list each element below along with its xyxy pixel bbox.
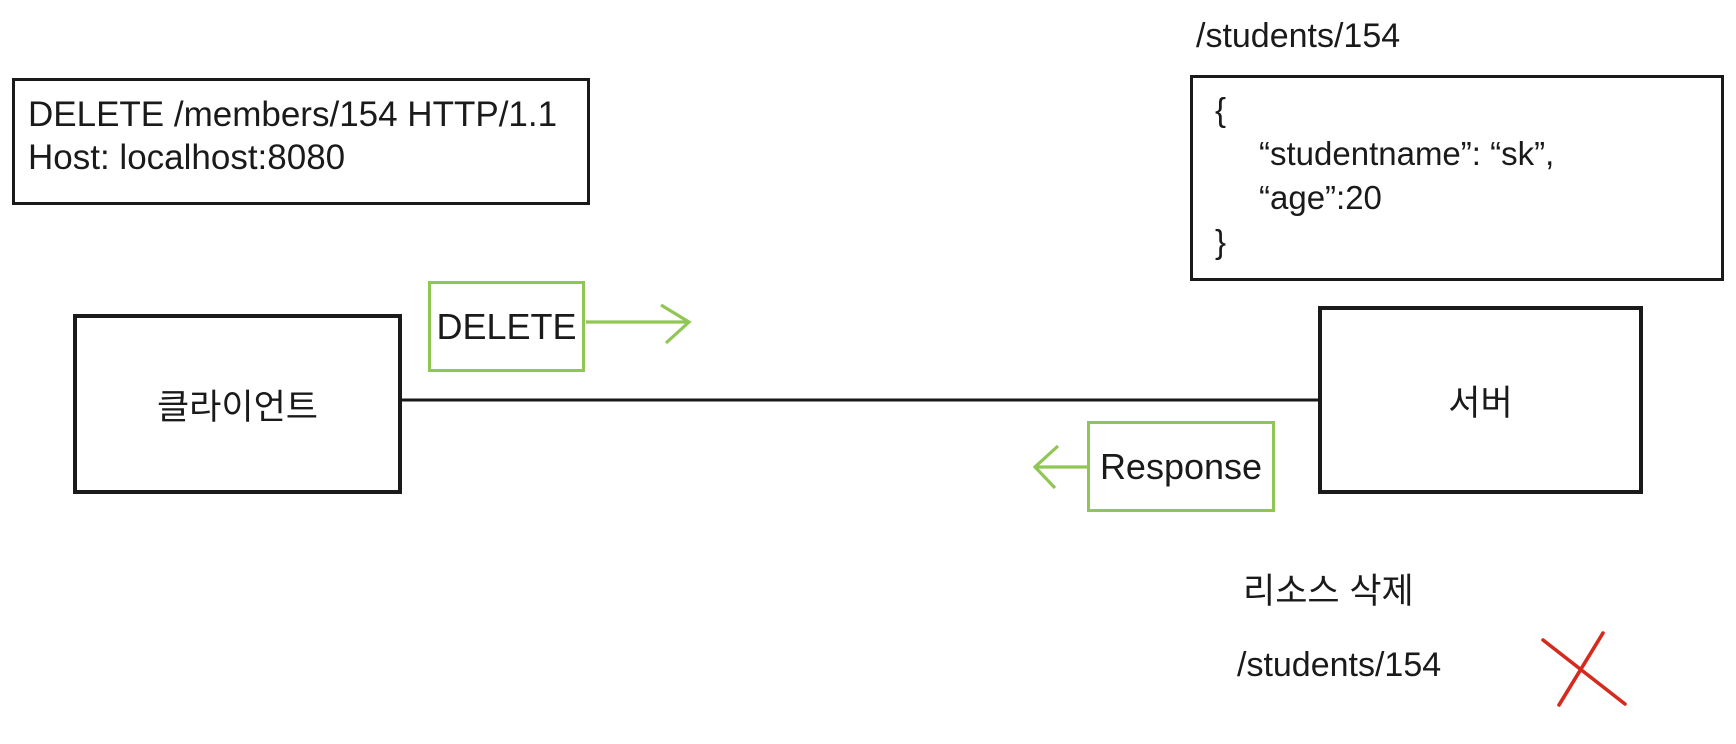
json-open-brace: { [1215, 91, 1227, 128]
server-node: 서버 [1318, 306, 1643, 494]
delete-message-box: DELETE [428, 281, 585, 372]
resource-path-label: /students/154 [1196, 17, 1401, 55]
client-label: 클라이언트 [156, 387, 318, 427]
client-node: 클라이언트 [73, 314, 402, 494]
server-label: 서버 [1448, 383, 1513, 423]
json-studentname-line: “studentname”: “sk”, [1259, 135, 1555, 172]
http-request-box: DELETE /members/154 HTTP/1.1 Host: local… [12, 78, 590, 205]
delete-message-label: DELETE [436, 305, 577, 347]
deleted-resource-path: /students/154 [1237, 646, 1442, 684]
response-message-label: Response [1099, 445, 1263, 487]
delete-arrow-icon [586, 303, 692, 345]
http-host-line: Host: localhost:8080 [28, 138, 346, 177]
resource-deleted-caption: 리소스 삭제 [1243, 572, 1414, 611]
json-close-brace: } [1215, 223, 1227, 260]
json-age-line: “age”:20 [1259, 179, 1382, 216]
http-request-line: DELETE /members/154 HTTP/1.1 [28, 95, 558, 134]
red-x-icon [1541, 631, 1627, 707]
response-arrow-icon [1032, 444, 1087, 490]
resource-json-box: { “studentname”: “sk”, “age”:20 } [1190, 75, 1724, 281]
response-message-box: Response [1087, 421, 1275, 512]
